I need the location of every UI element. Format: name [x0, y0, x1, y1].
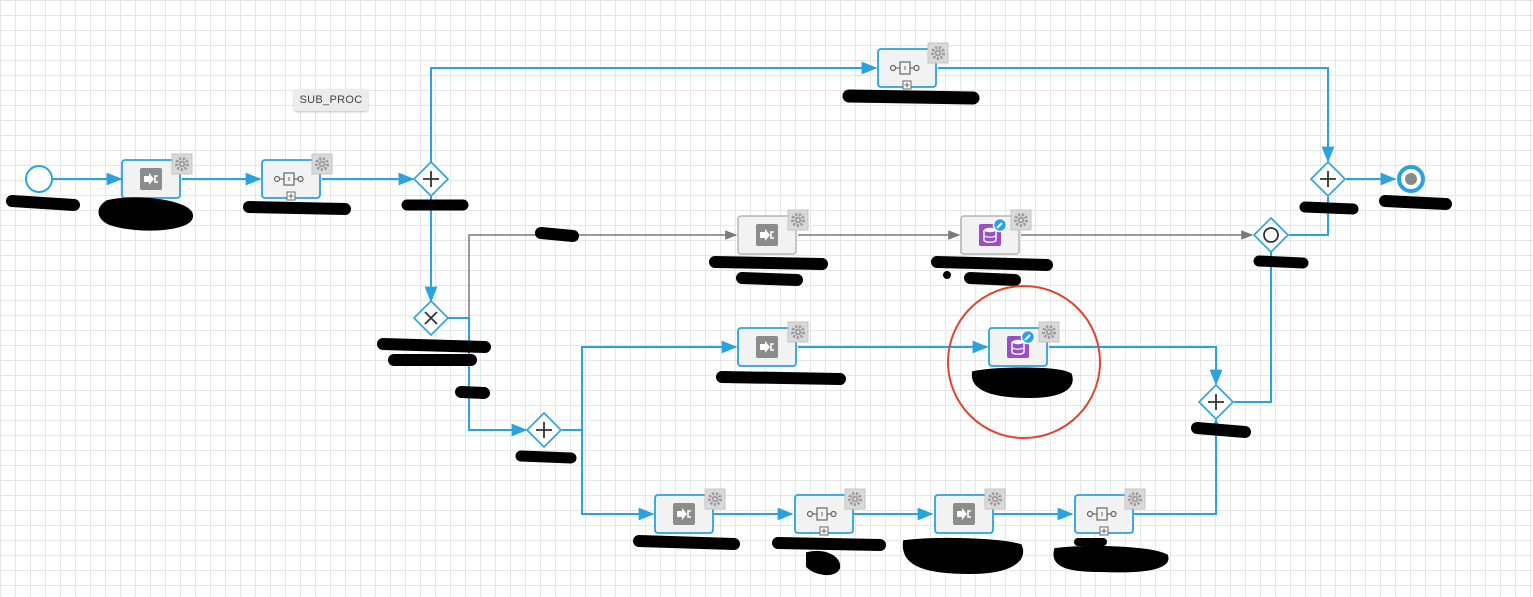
gear-icon[interactable]: [310, 152, 334, 176]
flow-top-sub-to-join[interactable]: [938, 67, 1335, 163]
parallel-gateway-join[interactable]: [1309, 160, 1347, 198]
flow-xor-to-parallel[interactable]: [448, 317, 528, 437]
tooltip: SUB_PROC: [294, 89, 368, 111]
service-task-icon: [139, 167, 163, 191]
service-task-icon: [755, 335, 779, 359]
flow-parallel-to-task-mid[interactable]: [562, 340, 738, 431]
service-task-default[interactable]: [737, 208, 810, 255]
subprocess-top[interactable]: [877, 41, 950, 90]
service-task-bottom-3[interactable]: [934, 487, 1007, 534]
subprocess-1[interactable]: [261, 152, 334, 201]
flow-join2-to-merge[interactable]: [1234, 252, 1272, 403]
flow-b4-to-join2[interactable]: [1134, 418, 1223, 515]
parallel-gateway-split[interactable]: [412, 160, 450, 198]
flow-xor-to-task-gray[interactable]: [468, 230, 738, 318]
flow-parallel-to-bottom[interactable]: [581, 430, 655, 521]
parallel-gateway-inner-join[interactable]: [1197, 383, 1235, 421]
subprocess-bottom-4[interactable]: [1074, 487, 1147, 536]
sequence-flows: [53, 61, 1397, 521]
exclusive-gateway[interactable]: [412, 299, 450, 337]
parallel-gateway-inner-split[interactable]: [525, 411, 563, 449]
gear-icon[interactable]: [1009, 208, 1033, 232]
highlight-circle: [947, 285, 1101, 439]
redacted-labels: [6, 89, 1452, 575]
service-task-1[interactable]: [121, 152, 194, 199]
gear-icon[interactable]: [926, 41, 950, 65]
gear-icon[interactable]: [1123, 487, 1147, 511]
default-flows: [468, 230, 1254, 318]
gear-icon[interactable]: [843, 487, 867, 511]
gear-icon[interactable]: [786, 320, 810, 344]
end-event[interactable]: [1397, 165, 1425, 193]
service-task-middle[interactable]: [737, 320, 810, 367]
service-task-icon: [952, 502, 976, 526]
inclusive-gateway-merge[interactable]: [1252, 216, 1290, 254]
data-task-middle[interactable]: [988, 320, 1061, 367]
subprocess-bottom-2[interactable]: [794, 487, 867, 536]
data-task-default[interactable]: [960, 208, 1033, 255]
gear-icon[interactable]: [983, 487, 1007, 511]
start-event[interactable]: [25, 165, 53, 193]
service-task-bottom-1[interactable]: [654, 487, 727, 534]
gear-icon[interactable]: [703, 487, 727, 511]
service-task-icon: [755, 223, 779, 247]
flow-data-to-join2[interactable]: [1049, 346, 1223, 386]
gear-icon[interactable]: [1037, 320, 1061, 344]
service-task-icon: [672, 502, 696, 526]
gear-icon[interactable]: [170, 152, 194, 176]
gear-icon[interactable]: [786, 208, 810, 232]
flow-gateway1-to-top-sub[interactable]: [430, 61, 878, 162]
